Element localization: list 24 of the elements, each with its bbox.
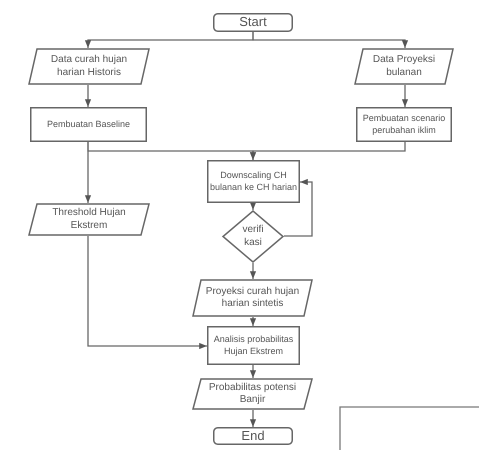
data-parallelogram: Threshold Hujan Ekstrem [28, 203, 150, 236]
arrow [87, 236, 207, 350]
arrow [250, 317, 256, 326]
arrow [402, 85, 408, 107]
data-parallelogram: Data curah hujan harian Historis [28, 48, 150, 85]
arrow [250, 410, 256, 427]
arrow [250, 142, 406, 160]
process-box: Analisis probabilitas Hujan Ekstrem [207, 326, 300, 365]
decision-diamond: verifi kasi [222, 210, 284, 263]
arrow [252, 32, 408, 48]
arrow [250, 202, 256, 210]
process-box: Pembuatan scenario perubahan iklim [356, 107, 452, 142]
terminal-box: Start [213, 13, 293, 32]
arrow [84, 85, 92, 107]
arrow [250, 263, 256, 279]
arrow [250, 365, 256, 378]
data-parallelogram: Data Proyeksi bulanan [354, 48, 454, 85]
process-box: Pembuatan Baseline [30, 107, 147, 142]
data-parallelogram: Probabilitas potensi Banjir [192, 378, 313, 410]
terminal-box: End [213, 427, 293, 445]
arrow [84, 142, 92, 203]
data-parallelogram: Proyeksi curah hujan harian sintetis [192, 279, 313, 317]
arrow [284, 178, 313, 237]
process-box: Downscaling CH bulanan ke CH harian [207, 160, 300, 203]
